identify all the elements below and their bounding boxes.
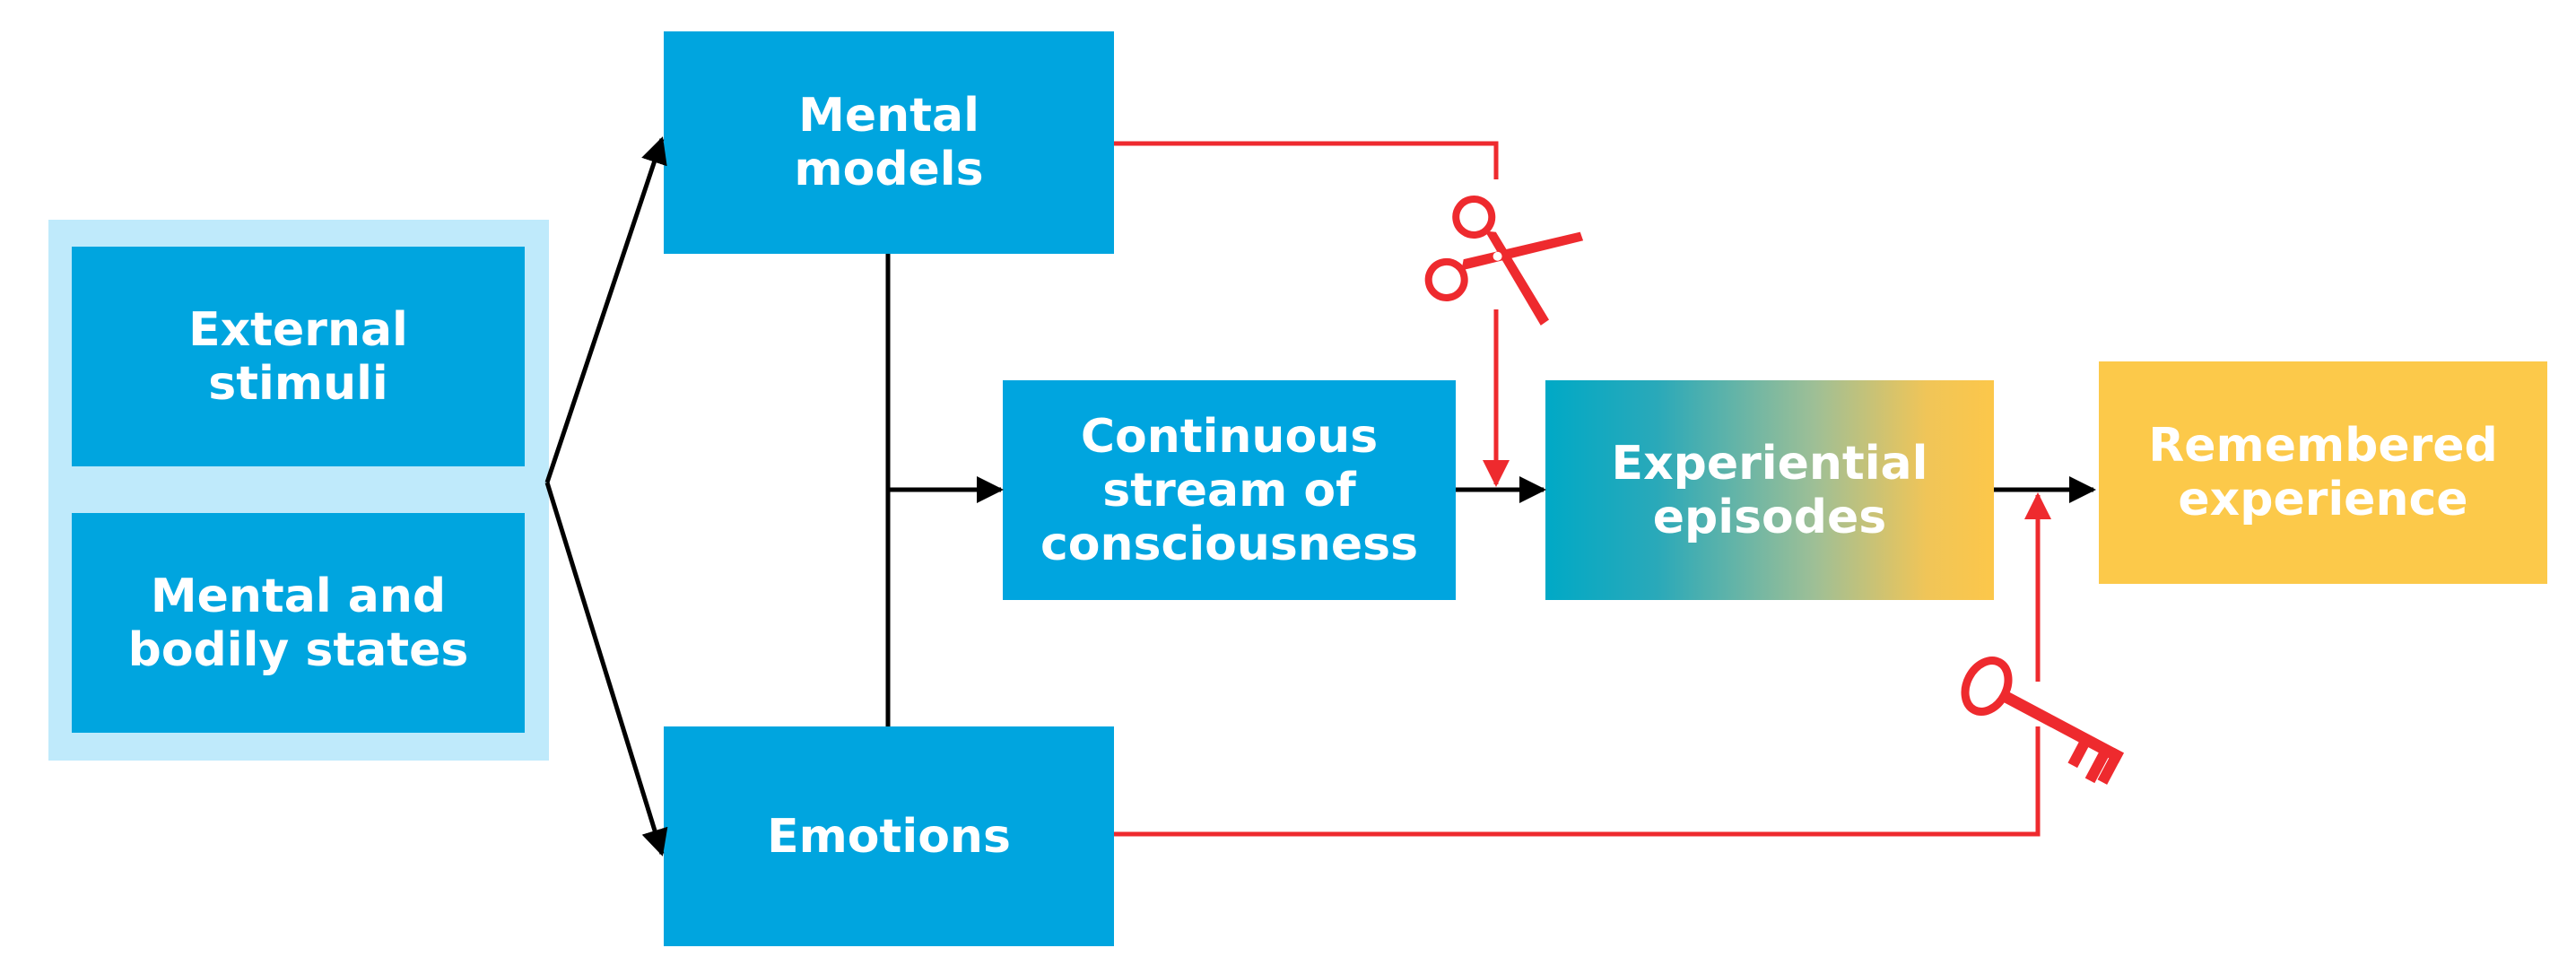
mental-models-red-line: [1114, 141, 1499, 179]
mental-models-label: Mental models: [794, 89, 984, 196]
remembered-experience-label: Remembered experience: [2148, 419, 2498, 526]
key-icon: [1961, 657, 2124, 785]
continuous-stream-box: Continuous stream of consciousness: [1003, 380, 1456, 600]
arrow-to-mental-models: [544, 136, 667, 483]
experiential-episodes-label: Experiential episodes: [1611, 436, 1928, 544]
emotions-box: Emotions: [664, 726, 1114, 946]
continuous-stream-label: Continuous stream of consciousness: [1040, 409, 1419, 571]
emotions-label: Emotions: [767, 809, 1011, 864]
mental-bodily-states-box: Mental and bodily states: [72, 513, 525, 733]
external-stimuli-label: External stimuli: [188, 302, 408, 411]
mental-models-box: Mental models: [664, 31, 1114, 254]
remembered-experience-box: Remembered experience: [2099, 361, 2547, 584]
mental-bodily-states-label: Mental and bodily states: [127, 569, 469, 677]
scissors-icon: [1424, 196, 1584, 326]
emotions-red-line: [1114, 726, 2041, 837]
arrow-to-emotions: [544, 482, 668, 857]
external-stimuli-box: External stimuli: [72, 247, 525, 466]
experiential-episodes-box: Experiential episodes: [1545, 380, 1994, 600]
